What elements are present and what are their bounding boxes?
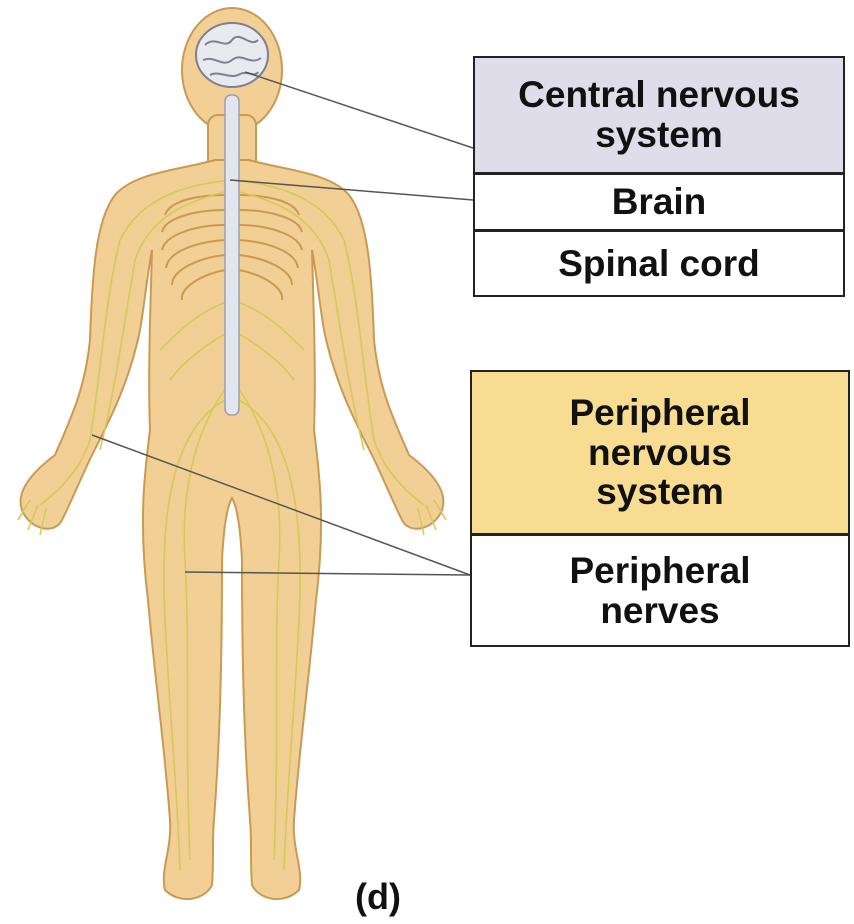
human-body-figure bbox=[18, 8, 446, 899]
pns-item-label: Peripheral nerves bbox=[570, 551, 751, 631]
pns-item-peripheral-nerves: Peripheral nerves bbox=[470, 534, 850, 647]
cns-item-spinal-cord: Spinal cord bbox=[473, 230, 845, 297]
pns-title: Peripheral nervous system bbox=[570, 393, 751, 513]
cns-item-brain: Brain bbox=[473, 173, 845, 231]
brain-illustration bbox=[196, 23, 268, 87]
cns-title: Central nervous system bbox=[518, 75, 800, 155]
spinal-cord-illustration bbox=[225, 95, 239, 415]
cns-title-box: Central nervous system bbox=[473, 56, 845, 174]
leader-line-nerves-leg bbox=[185, 572, 470, 575]
pns-title-box: Peripheral nervous system bbox=[470, 370, 850, 535]
cns-item-label: Spinal cord bbox=[558, 244, 759, 284]
panel-label: (d) bbox=[355, 876, 401, 918]
leader-line-brain bbox=[245, 72, 473, 148]
cns-item-label: Brain bbox=[612, 182, 707, 222]
